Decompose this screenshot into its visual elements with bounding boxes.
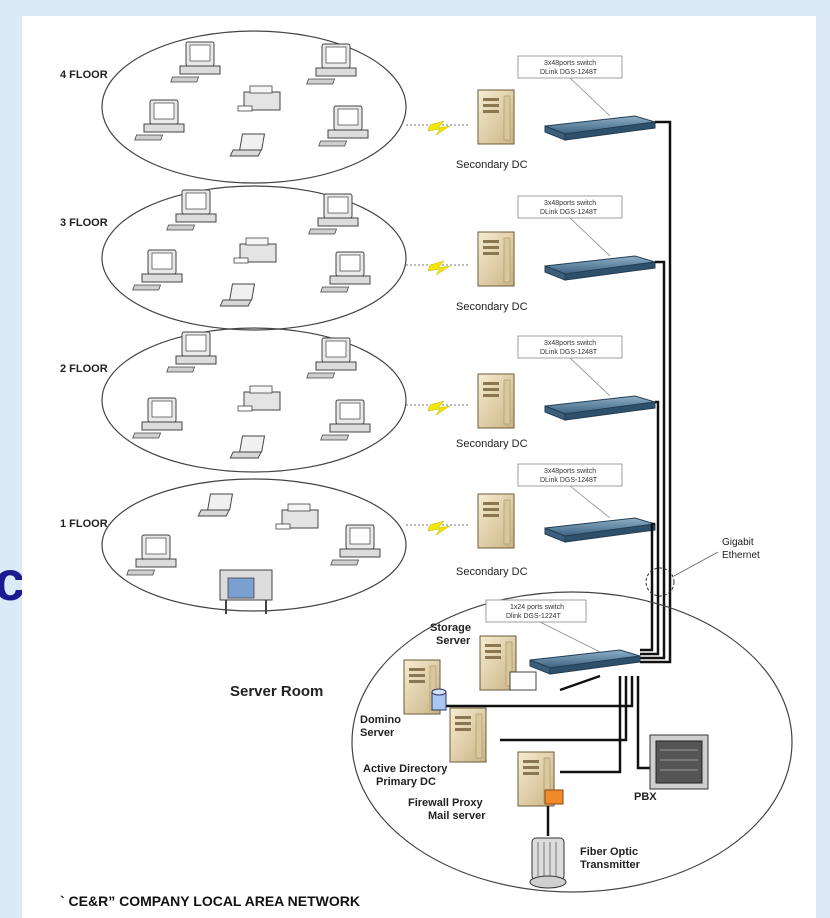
floor-1-server — [477, 493, 515, 549]
floor-1-switch-callout — [517, 463, 623, 519]
backbone-cables — [640, 120, 672, 664]
floor-1-switch — [544, 517, 656, 543]
floor-1-switch-line1: 3x48ports switch — [544, 468, 596, 475]
domino-label-line1: Domino — [360, 714, 401, 726]
storage-label-line1: Storage — [430, 622, 471, 634]
floor-3-dc-label: Secondary DC — [456, 301, 528, 313]
diagram-title: ` CE&R” COMPANY LOCAL AREA NETWORK — [60, 893, 360, 909]
pbx-label: PBX — [634, 791, 657, 803]
fiber-label-line1: Fiber Optic — [580, 846, 638, 858]
domino-database-icon — [431, 688, 447, 711]
fw-label-line2: Mail server — [428, 810, 486, 822]
floor-2-dc-label: Secondary DC — [456, 438, 528, 450]
floor-2-area — [101, 327, 407, 473]
floor-3-switch-callout — [517, 195, 623, 257]
ad-label-line1: Active Directory — [363, 763, 448, 775]
floor-4-area — [101, 30, 407, 184]
fiber-transmitter — [529, 806, 567, 889]
gigabit-ethernet-line2: Ethernet — [722, 550, 760, 561]
floor-3-devices — [132, 189, 371, 307]
floor-4-server — [477, 89, 515, 145]
wireless-links — [406, 120, 470, 536]
core-switch-line2: Dlink DGS-1224T — [506, 613, 562, 620]
floor-3-switch-line1: 3x48ports switch — [544, 200, 596, 207]
fiber-label-line2: Transmitter — [580, 859, 641, 871]
core-switch-line1: 1x24 ports switch — [510, 604, 564, 611]
floor-2-devices — [132, 331, 371, 459]
floor-2-switch-callout — [517, 335, 623, 397]
floor-3-switch-line2: DLink DGS-1248T — [540, 209, 598, 216]
floor-1-devices — [126, 493, 381, 614]
floor-1-label: 1 FLOOR — [60, 518, 108, 530]
core-switch-callout — [485, 599, 601, 653]
storage-label-line2: Server — [436, 635, 471, 647]
server-room-title: Server Room — [230, 683, 323, 700]
floor-3-label: 3 FLOOR — [60, 217, 108, 229]
pbx-unit — [649, 734, 709, 790]
floor-2-server — [477, 373, 515, 429]
fw-label-line1: Firewall Proxy — [408, 797, 483, 809]
server-room-area — [351, 591, 793, 893]
gigabit-ethernet-line1: Gigabit — [722, 537, 754, 548]
floor-2-switch-line2: DLink DGS-1248T — [540, 349, 598, 356]
floor-4-dc-label: Secondary DC — [456, 159, 528, 171]
storage-disk — [509, 671, 537, 691]
floor-3-area — [101, 185, 407, 331]
floor-2-switch — [544, 395, 656, 421]
floor-4-switch-callout — [517, 55, 623, 117]
floor-3-switch — [544, 255, 656, 281]
core-switch — [529, 649, 641, 675]
gigabit-ethernet-marker — [645, 567, 675, 597]
floor-1-dc-label: Secondary DC — [456, 566, 528, 578]
gigabit-ethernet-pointer — [673, 551, 719, 577]
floor-1-switch-line2: DLink DGS-1248T — [540, 477, 598, 484]
floor-4-label: 4 FLOOR — [60, 69, 108, 81]
floor-4-switch-line2: DLink DGS-1248T — [540, 69, 598, 76]
domino-label-line2: Server — [360, 727, 395, 739]
floor-1-area — [101, 478, 407, 612]
slide-edge-glyph: c — [0, 549, 26, 612]
floor-3-server — [477, 231, 515, 287]
ad-label-line2: Primary DC — [376, 776, 436, 788]
firewall-icon — [544, 789, 564, 805]
active-directory-server — [449, 707, 487, 763]
floor-4-switch — [544, 115, 656, 141]
floor-4-devices — [134, 41, 369, 157]
floor-4-switch-line1: 3x48ports switch — [544, 60, 596, 67]
floor-2-label: 2 FLOOR — [60, 363, 108, 375]
floor-2-switch-line1: 3x48ports switch — [544, 340, 596, 347]
